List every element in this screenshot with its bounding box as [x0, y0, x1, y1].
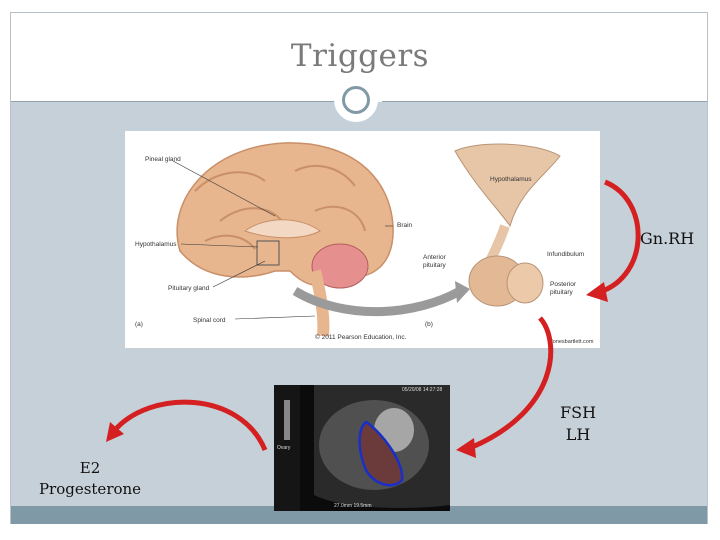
- lh-label: LH: [565, 425, 591, 444]
- slide-title: Triggers: [290, 38, 430, 74]
- label-pineal: Pineal gland: [145, 156, 181, 163]
- label-anterior-2: pituitary: [423, 262, 446, 269]
- us-bottom-text: 27.0mm 19.5mm: [334, 503, 372, 509]
- label-hypothalamus: Hypothalamus: [135, 241, 177, 248]
- e2-label: E2: [79, 459, 101, 477]
- divider-right: [382, 101, 707, 102]
- brain-folds: [194, 165, 366, 250]
- copyright-text: © 2011 Pearson Education, Inc.: [315, 334, 407, 341]
- hypothalamus-shape: [454, 143, 561, 228]
- progesterone-label: Progesterone: [38, 480, 142, 498]
- gnrh-label: Gn.RH: [640, 229, 695, 248]
- us-top-text: 05/20/08 14:27:28: [402, 387, 443, 393]
- ovary-outline: [358, 420, 404, 487]
- hypothalamus-box: [256, 240, 280, 266]
- connector-arrow-head: [455, 281, 470, 303]
- posterior-pituitary-shape: [506, 262, 544, 304]
- label-anterior: Anterior: [423, 254, 446, 261]
- ultrasound-scan: [274, 385, 450, 511]
- label-pituitary: Pituitary gland: [168, 285, 210, 292]
- label-posterior: Posterior: [550, 281, 577, 288]
- fsh-label: FSH: [560, 403, 597, 422]
- brain-pituitary-image: Pineal gland Hypothalamus Pituitary glan…: [125, 131, 600, 348]
- us-side-text: Ovary: [277, 445, 291, 451]
- label-hypothalamus-right: Hypothalamus: [490, 176, 532, 183]
- corpus-callosum: [243, 219, 321, 239]
- label-brain: Brain: [397, 222, 413, 229]
- cerebellum: [311, 243, 369, 289]
- label-infundibulum: Infundibulum: [547, 251, 585, 258]
- fsh-lh-label: FSH LH: [560, 402, 596, 446]
- label-spinal: Spinal cord: [193, 317, 226, 324]
- connector-arrow: [292, 287, 463, 317]
- label-panel-b: (b): [425, 321, 433, 328]
- footer-band: [11, 506, 707, 524]
- divider-ring-icon: [342, 86, 370, 114]
- divider-left: [11, 101, 341, 102]
- label-posterior-2: pituitary: [550, 289, 573, 296]
- brain-illustration: [172, 142, 561, 337]
- label-panel-a: (a): [135, 321, 143, 328]
- e2-progesterone-label: E2 Progesterone: [20, 458, 160, 500]
- ultrasound-image: 05/20/08 14:27:28 Ovary 27.0mm 19.5mm: [274, 385, 450, 511]
- credit-text: Jonesbartlett.com: [550, 339, 594, 345]
